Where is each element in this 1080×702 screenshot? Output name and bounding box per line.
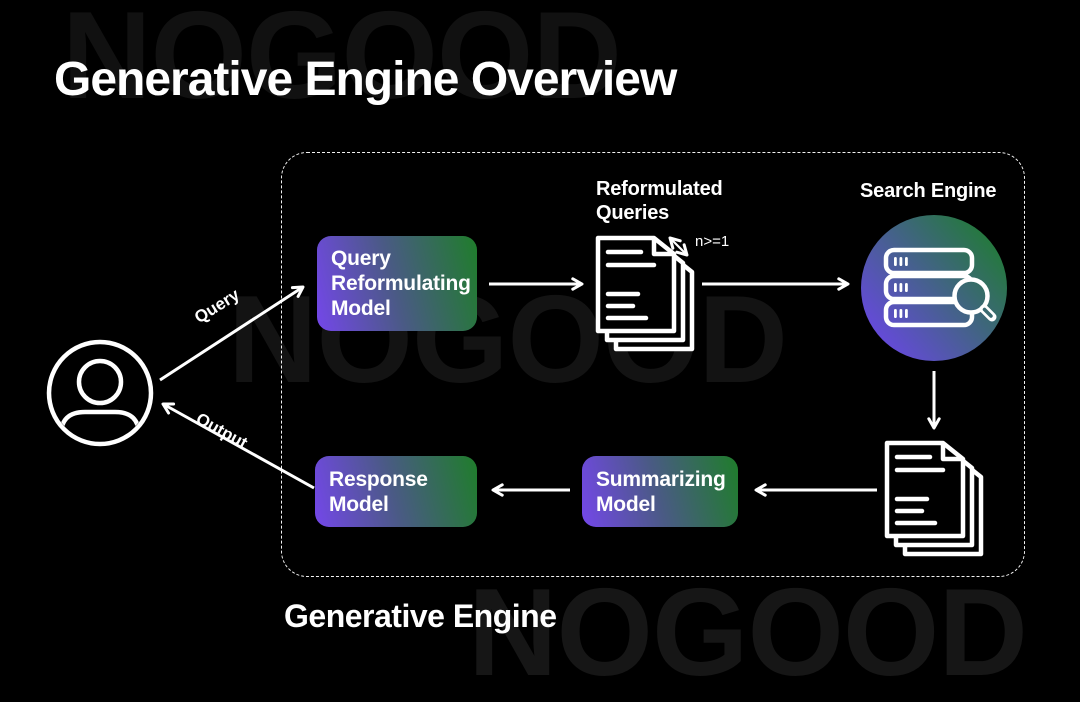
diagram-overlay	[46, 215, 1007, 687]
node-response-model: Response Model	[315, 456, 477, 527]
node-label: Query Reformulating Model	[331, 247, 471, 320]
page-title: Generative Engine Overview	[54, 53, 677, 106]
arrow-queries-multiplicity	[668, 236, 689, 257]
search-engine-badge	[861, 215, 1007, 361]
generative-engine-overview-slide: { "page": { "title": "Generative Engine …	[46, 0, 1028, 695]
watermark-nogood-bottom: NOGOOD	[468, 564, 1028, 702]
arrow-response-to-user	[161, 402, 315, 490]
node-label: Response Model	[329, 467, 428, 516]
document-stack-icon	[887, 443, 981, 554]
database-search-icon	[883, 247, 997, 328]
node-summarizing-model: Summarizing Model	[582, 456, 738, 527]
node-query-reformulating-model: Query Reformulating Model	[317, 236, 477, 331]
label-queries-multiplicity: n>=1	[695, 233, 730, 250]
generative-engine-caption: Generative Engine	[284, 598, 557, 634]
node-label: Summarizing Model	[596, 467, 726, 516]
flow-arrows	[159, 236, 941, 497]
watermark-nogood-top: NOGOOD	[62, 0, 622, 125]
arrow-user-to-qrm	[159, 285, 305, 382]
user-icon	[46, 339, 154, 447]
document-stack-icon	[598, 238, 692, 349]
label-search-engine: Search Engine	[860, 180, 997, 202]
label-reformulated-queries: Reformulated Queries	[596, 178, 723, 224]
generative-engine-container	[281, 152, 1025, 577]
